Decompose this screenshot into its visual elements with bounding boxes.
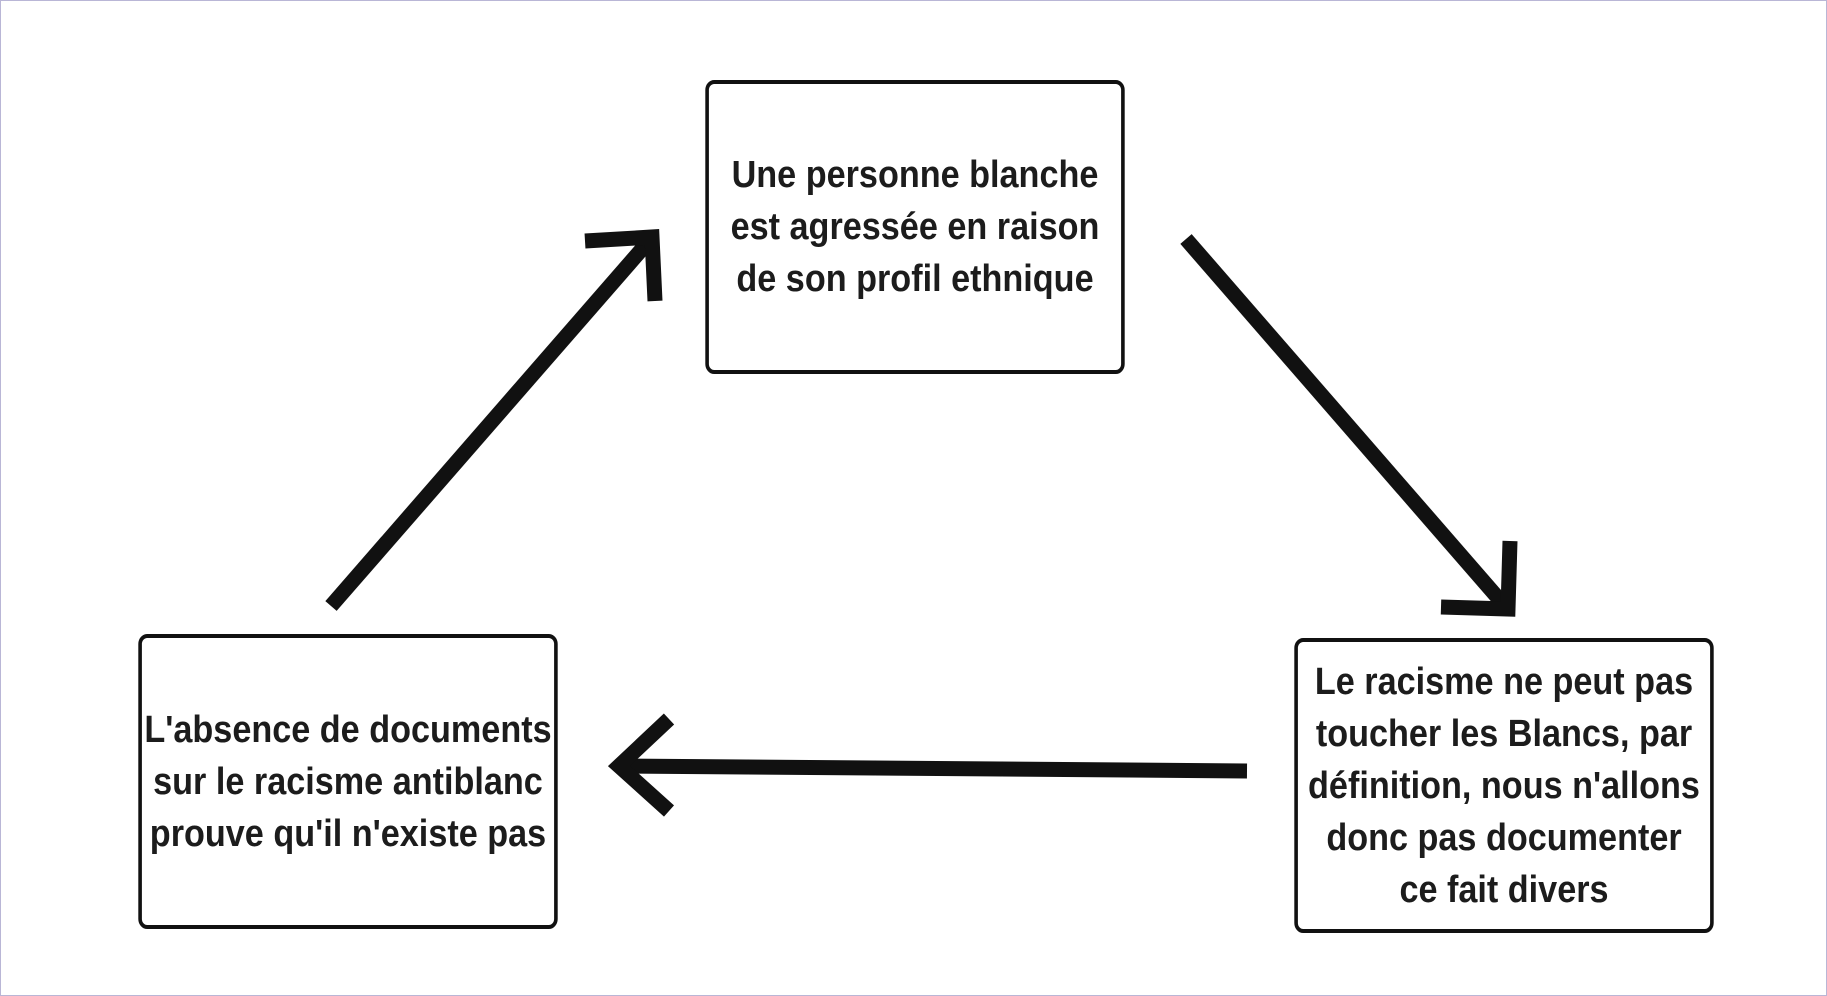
cycle-step-right-box: Le racisme ne peut pas toucher les Blanc… bbox=[1294, 638, 1714, 933]
cycle-step-left-text: L'absence de documents sur le racisme an… bbox=[144, 708, 552, 855]
cycle-step-left-box: L'absence de documents sur le racisme an… bbox=[138, 634, 558, 929]
arrow-top-to-right bbox=[1180, 234, 1518, 617]
cycle-step-right-text: Le racisme ne peut pas toucher les Blanc… bbox=[1308, 660, 1700, 911]
arrow-right-to-left bbox=[607, 713, 1248, 817]
cycle-step-top-box: Une personne blanche est agressée en rai… bbox=[705, 80, 1125, 374]
cycle-step-top-text: Une personne blanche est agressée en rai… bbox=[730, 154, 1100, 300]
arrow-left-to-top bbox=[325, 229, 663, 611]
